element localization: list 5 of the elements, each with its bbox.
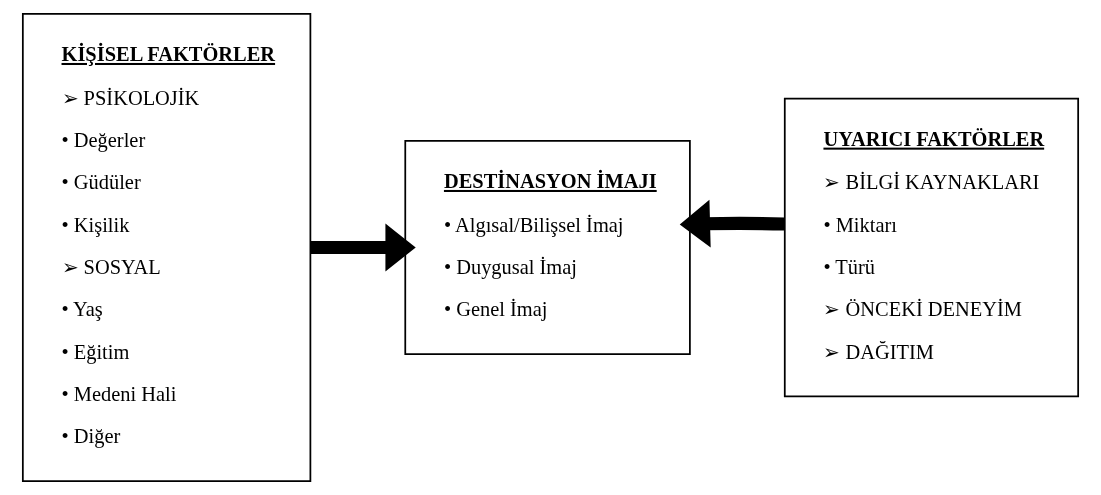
node-box: DESTİNASYON İMAJI • Algısal/Bilişsel İmaj • Duygusal İmaj • Genel İmaj — [404, 140, 691, 355]
arrow — [679, 199, 785, 248]
node-box: UYARICI FAKTÖRLER ➢ BİLGİ KAYNAKLARI • Miktarı • Türü ➢ ÖNCEKİ DENEYİM ➢ DAĞITIM — [783, 97, 1080, 398]
arrow — [310, 223, 416, 272]
node-box: KİŞİSEL FAKTÖRLER ➢ PSİKOLOJİK • Değerler • Güdüler • Kişilik ➢ SOSYAL • Yaş • Eğitim • Medeni Hali • Diğer — [21, 13, 312, 482]
